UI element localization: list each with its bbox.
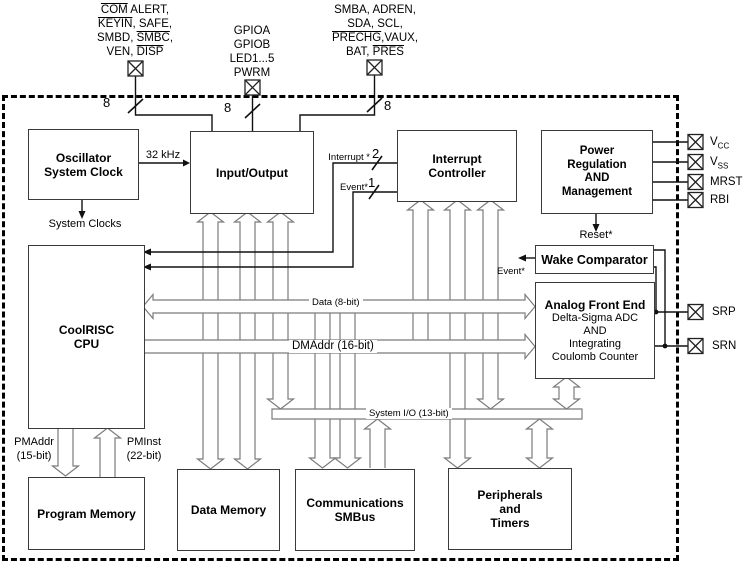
pin-icon-srp	[687, 303, 704, 321]
pin-icon-srn	[687, 337, 704, 355]
pin-icon-group2	[244, 79, 261, 96]
pin-label-srp: SRP	[712, 306, 736, 318]
pin-icon-vss	[687, 153, 704, 171]
block-oscillator: Oscillator System Clock	[28, 129, 139, 200]
pin-icon-rbi	[687, 191, 704, 209]
pin-icon-mrst	[687, 173, 704, 191]
pin-group-3-label: SMBA, ADREN, SDA, SCL, PRECHG,VAUX, BAT,…	[331, 4, 419, 58]
block-power-regulation: Power Regulation AND Management	[541, 130, 653, 214]
block-peripherals-timers: Peripherals and Timers	[448, 468, 572, 550]
pin-label-mrst: MRST	[710, 176, 743, 188]
chip-boundary	[2, 95, 679, 561]
pin-group-2-label: GPIOA GPIOB LED1...5 PWRM	[229, 25, 275, 79]
dmaddr-bus-label: DMAddr (16-bit)	[289, 340, 377, 353]
block-wake-comparator: Wake Comparator	[535, 245, 654, 274]
pin-label-rbi: RBI	[710, 194, 730, 206]
wake-event-label: Event*	[497, 266, 525, 277]
bus-width-3: 8	[384, 98, 392, 113]
clock-32khz-label: 32 kHz	[145, 149, 181, 161]
block-cpu: CoolRISC CPU	[28, 245, 145, 429]
event-width: 1	[368, 175, 376, 190]
pminst-bus-label: PMInst (22-bit)	[126, 436, 162, 462]
block-communications-smbus: Communications SMBus	[295, 469, 415, 551]
system-io-bus-label: System I/O (13-bit)	[366, 408, 452, 419]
bus-width-slashes	[127, 97, 383, 200]
event-signal-label: Event*	[340, 182, 368, 193]
bus-width-1: 8	[103, 95, 111, 110]
interrupt-width: 2	[372, 146, 380, 161]
bus-width-2: 8	[224, 100, 232, 115]
block-program-memory: Program Memory	[28, 477, 145, 550]
system-io-stubs	[50, 376, 582, 477]
interrupt-signal-label: Interrupt *	[328, 152, 370, 163]
system-clocks-label: System Clocks	[48, 218, 122, 230]
block-analog-front-end: Analog Front End Delta-Sigma ADC AND Int…	[535, 282, 655, 379]
block-interrupt-controller: Interrupt Controller	[397, 130, 517, 202]
vertical-buses	[195, 199, 506, 470]
pin-icon-vcc	[687, 133, 704, 151]
pin-icon-group1	[127, 60, 144, 77]
pin-group-1-label: COM ALERT, KEYIN, SAFE, SMBD, SMBC, VEN,…	[96, 4, 174, 58]
pmaddr-bus-label: PMAddr (15-bit)	[14, 436, 54, 462]
pin-label-srn: SRN	[712, 340, 737, 352]
pin-label-vcc: VCC	[710, 136, 730, 151]
pin-symbols	[127, 59, 704, 355]
pin-icon-group3	[366, 59, 383, 76]
block-input-output: Input/Output	[190, 131, 314, 214]
pin-label-vss: VSS	[710, 156, 729, 171]
reset-label: Reset*	[579, 229, 613, 241]
block-data-memory: Data Memory	[177, 469, 280, 551]
data-bus-label: Data (8-bit)	[309, 297, 363, 308]
